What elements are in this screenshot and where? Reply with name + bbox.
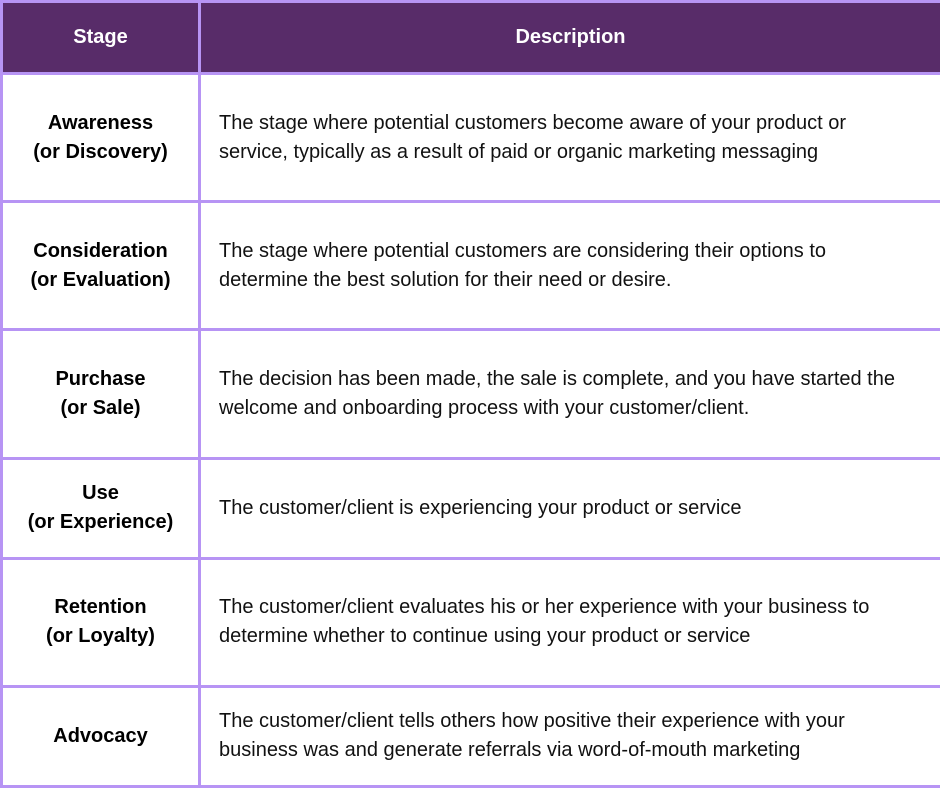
table-row: Consideration (or Evaluation) The stage …	[0, 200, 940, 332]
stage-cell: Consideration (or Evaluation)	[0, 200, 201, 332]
description-cell: The customer/client evaluates his or her…	[198, 556, 940, 688]
header-stage: Stage	[0, 0, 201, 75]
stage-cell: Advocacy	[0, 684, 201, 788]
stage-cell: Retention (or Loyalty)	[0, 556, 201, 688]
description-cell: The customer/client is experiencing your…	[198, 456, 940, 560]
stage-cell: Awareness (or Discovery)	[0, 71, 201, 204]
table-row: Use (or Experience) The customer/client …	[0, 456, 940, 560]
table-row: Retention (or Loyalty) The customer/clie…	[0, 556, 940, 688]
description-cell: The stage where potential customers are …	[198, 200, 940, 332]
stage-cell: Purchase (or Sale)	[0, 328, 201, 460]
table-header-row: Stage Description	[0, 0, 940, 75]
table-row: Awareness (or Discovery) The stage where…	[0, 71, 940, 204]
description-cell: The stage where potential customers beco…	[198, 71, 940, 204]
table-row: Purchase (or Sale) The decision has been…	[0, 328, 940, 460]
description-cell: The customer/client tells others how pos…	[198, 684, 940, 788]
table-row: Advocacy The customer/client tells other…	[0, 684, 940, 788]
description-cell: The decision has been made, the sale is …	[198, 328, 940, 460]
stage-cell: Use (or Experience)	[0, 456, 201, 560]
header-description: Description	[198, 0, 940, 75]
